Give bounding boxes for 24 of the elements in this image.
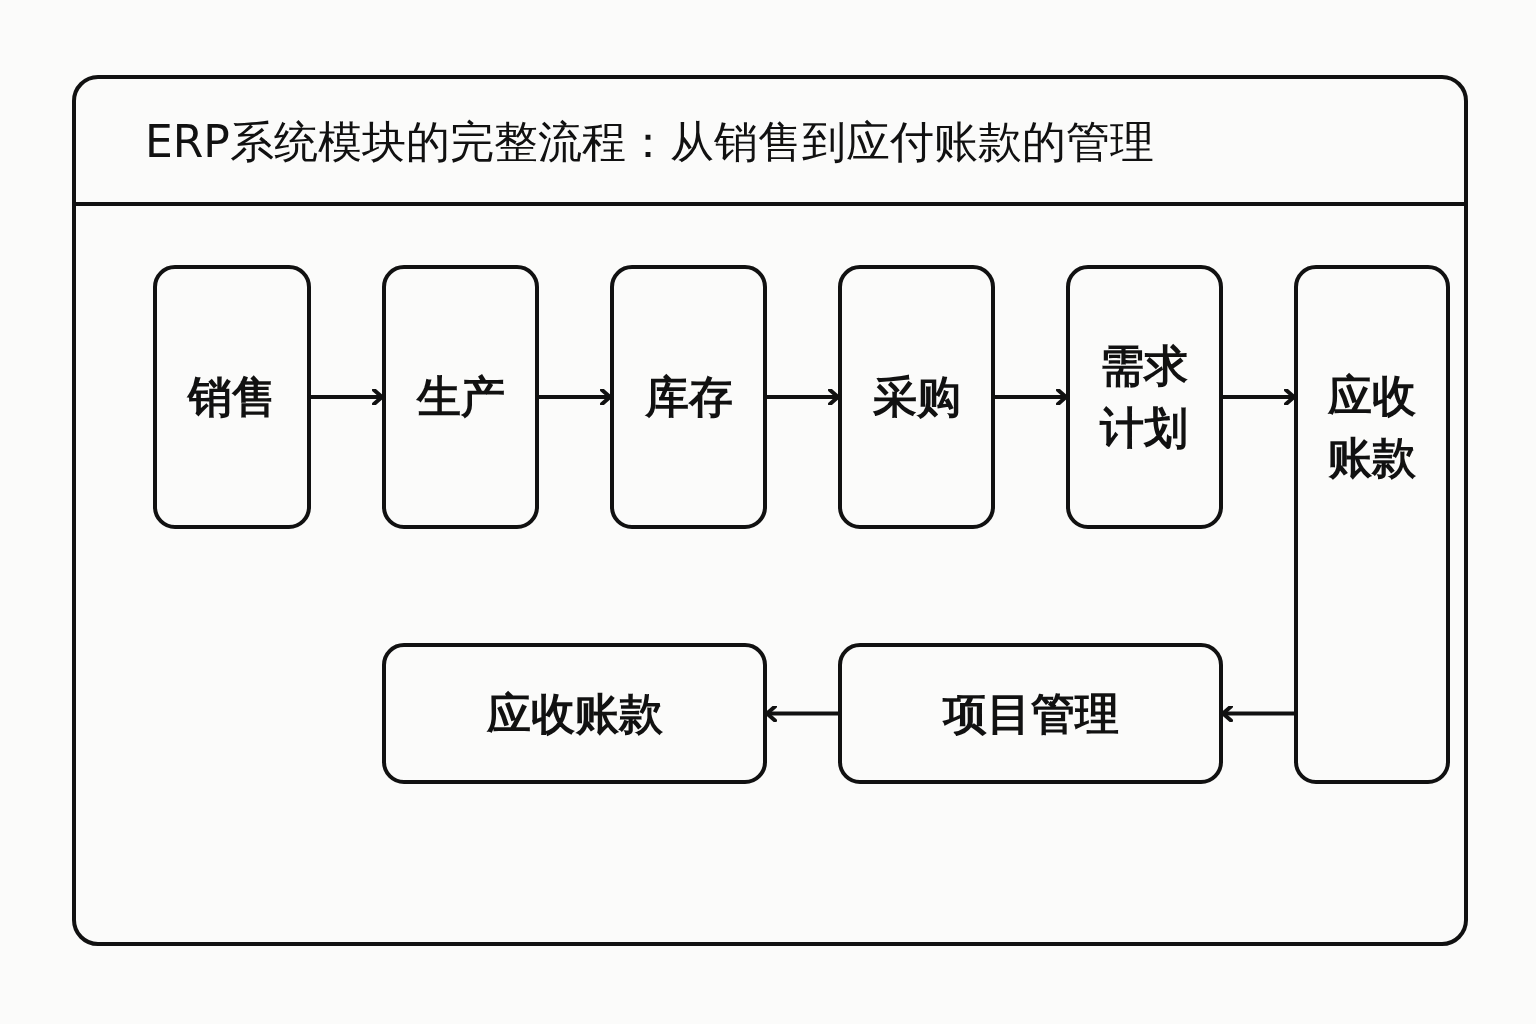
diagram-title: ERP系统模块的完整流程：从销售到应付账款的管理 [145, 115, 1154, 169]
box-label: 应收账款 [1326, 369, 1417, 485]
arrow [1223, 388, 1296, 406]
arrow [767, 388, 840, 406]
arrow [995, 388, 1068, 406]
process-box [153, 265, 311, 529]
process-box [382, 265, 539, 529]
arrow [765, 704, 838, 723]
box-label: 应收账款 [486, 686, 663, 741]
box-label: 库存 [644, 370, 733, 424]
arrow [1221, 704, 1294, 723]
process-box [838, 265, 995, 529]
process-box [610, 265, 767, 529]
box-label: 采购 [872, 370, 961, 424]
box-label: 需求计划 [1098, 339, 1190, 455]
arrow [539, 388, 612, 406]
box-label: 生产 [416, 370, 505, 424]
box-label: 项目管理 [942, 686, 1119, 741]
process-box [1294, 265, 1450, 784]
arrow [311, 388, 384, 406]
process-box [838, 643, 1223, 784]
process-box [1066, 265, 1223, 529]
process-box [382, 643, 767, 784]
box-label: 销售 [188, 370, 276, 424]
